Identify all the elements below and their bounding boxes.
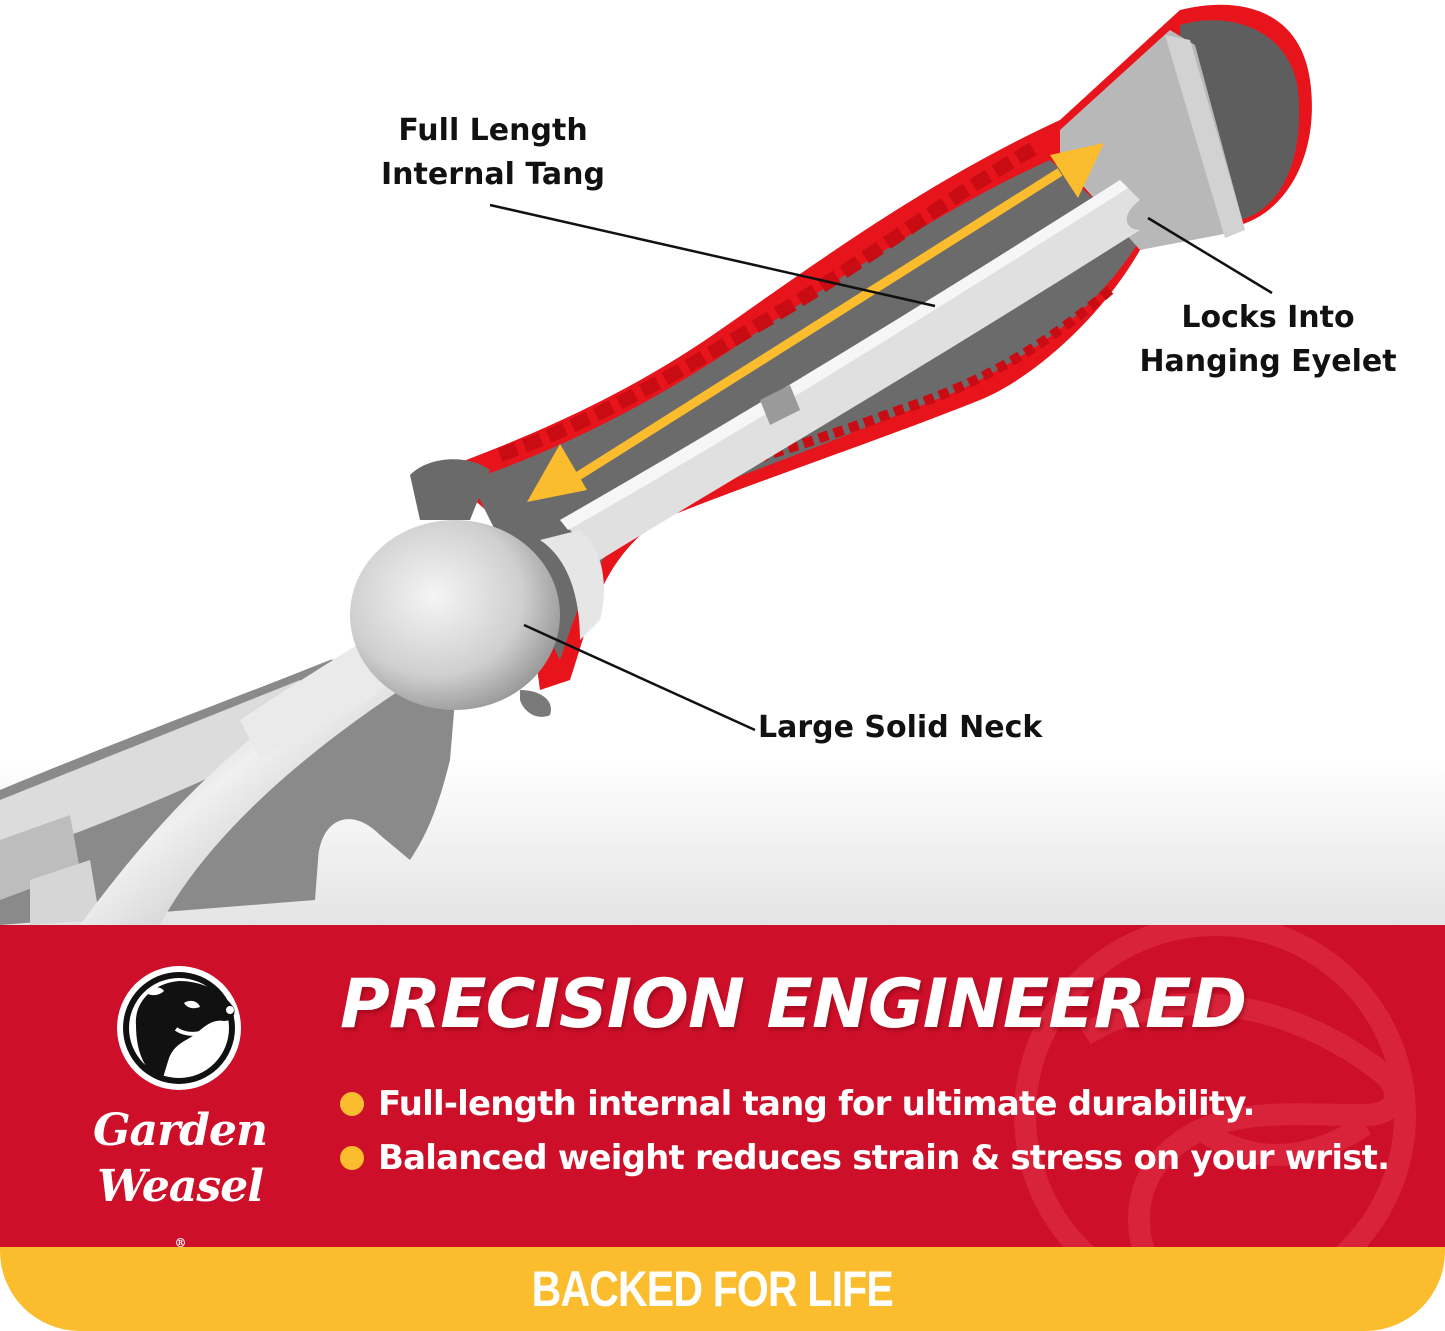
- callout-line: Large Solid Neck: [758, 710, 1043, 745]
- callout-solid-neck: Large Solid Neck: [758, 706, 1042, 750]
- callout-line: Locks Into: [1181, 300, 1355, 335]
- headline: PRECISION ENGINEERED: [340, 965, 1247, 1044]
- bullet-dot-icon: [340, 1092, 364, 1116]
- brand-logo: Garden Weasel ®: [70, 963, 310, 1247]
- brand-line-2: Weasel ®: [70, 1159, 290, 1247]
- feature-banner: Garden Weasel ® PRECISION ENGINEERED Full…: [0, 925, 1445, 1247]
- brand-line-1: Garden: [92, 1105, 268, 1156]
- feature-item: Balanced weight reduces strain & stress …: [340, 1131, 1390, 1185]
- product-illustration: Full Length Internal Tang Locks Into Han…: [0, 0, 1445, 925]
- tang-length-arrow: [527, 143, 1104, 502]
- warranty-label: BACKED FOR LIFE: [531, 1261, 894, 1317]
- tool-cutaway-illustration: [0, 4, 1312, 925]
- brand-wordmark: Garden Weasel ®: [70, 1103, 290, 1247]
- feature-item: Full-length internal tang for ultimate d…: [340, 1077, 1389, 1131]
- brand-line-2-text: Weasel: [97, 1161, 264, 1212]
- callout-line: Full Length: [398, 113, 588, 148]
- feature-list: Full-length internal tang for ultimate d…: [340, 1077, 1390, 1185]
- weasel-watermark-icon: [1014, 925, 1416, 1247]
- callout-full-length-tang: Full Length Internal Tang: [368, 109, 618, 197]
- feature-text: Full-length internal tang for ultimate d…: [378, 1084, 1255, 1124]
- callout-line: Internal Tang: [380, 157, 605, 192]
- tool-head: [0, 630, 460, 925]
- warranty-footer: BACKED FOR LIFE: [0, 1247, 1445, 1331]
- feature-text: Balanced weight reduces strain & stress …: [378, 1138, 1390, 1178]
- callout-line: Hanging Eyelet: [1139, 344, 1397, 379]
- bullet-dot-icon: [340, 1146, 364, 1170]
- registered-mark: ®: [174, 1236, 187, 1247]
- weasel-mascot-icon: [117, 966, 241, 1090]
- internal-tang: [560, 180, 1140, 560]
- callout-hanging-eyelet: Locks Into Hanging Eyelet: [1128, 296, 1408, 384]
- solid-neck: [350, 459, 604, 717]
- callout-leader-lines: [489, 203, 1273, 732]
